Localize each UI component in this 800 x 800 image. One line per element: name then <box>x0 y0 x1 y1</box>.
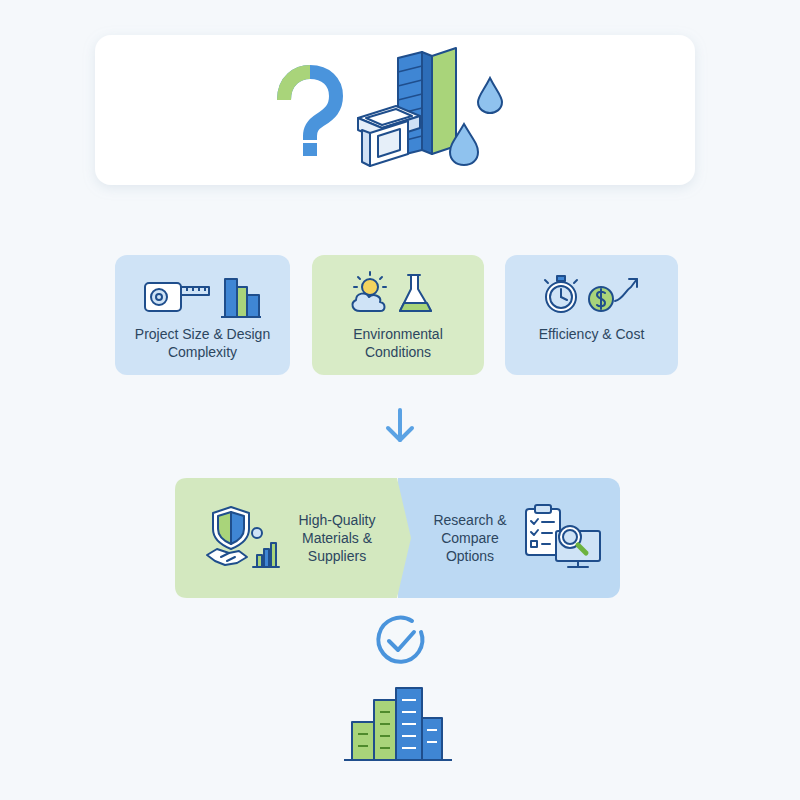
node-label: Efficiency & Cost <box>515 325 668 343</box>
header-card <box>95 35 695 185</box>
building-icon <box>344 688 452 760</box>
down-arrow <box>388 410 412 440</box>
chevron-shape <box>175 478 411 598</box>
question-mark <box>284 72 336 156</box>
research-icon <box>522 503 604 573</box>
factor-box: Environmental Conditions <box>312 255 484 375</box>
node-label: Project Size & Design Complexity <box>125 325 280 361</box>
node-label: Environmental Conditions <box>322 325 474 361</box>
efficiency-cost-icon <box>531 269 651 317</box>
band-step: High-Quality Materials & Suppliers <box>175 478 411 598</box>
water-drops <box>450 78 502 165</box>
node-label: Research & Compare Options <box>420 511 520 565</box>
factor-box: Project Size & Design Complexity <box>115 255 290 375</box>
band-step: Research & Compare Options <box>398 478 620 598</box>
check-circle <box>378 618 422 662</box>
quality-suppliers-icon <box>203 503 281 573</box>
steel-beam <box>358 48 456 166</box>
chevron-fill <box>175 478 411 598</box>
factor-box: Efficiency & Cost <box>505 255 678 375</box>
environment-icon <box>338 269 458 317</box>
node-label: High-Quality Materials & Suppliers <box>283 511 391 565</box>
project-size-icon <box>143 273 263 319</box>
